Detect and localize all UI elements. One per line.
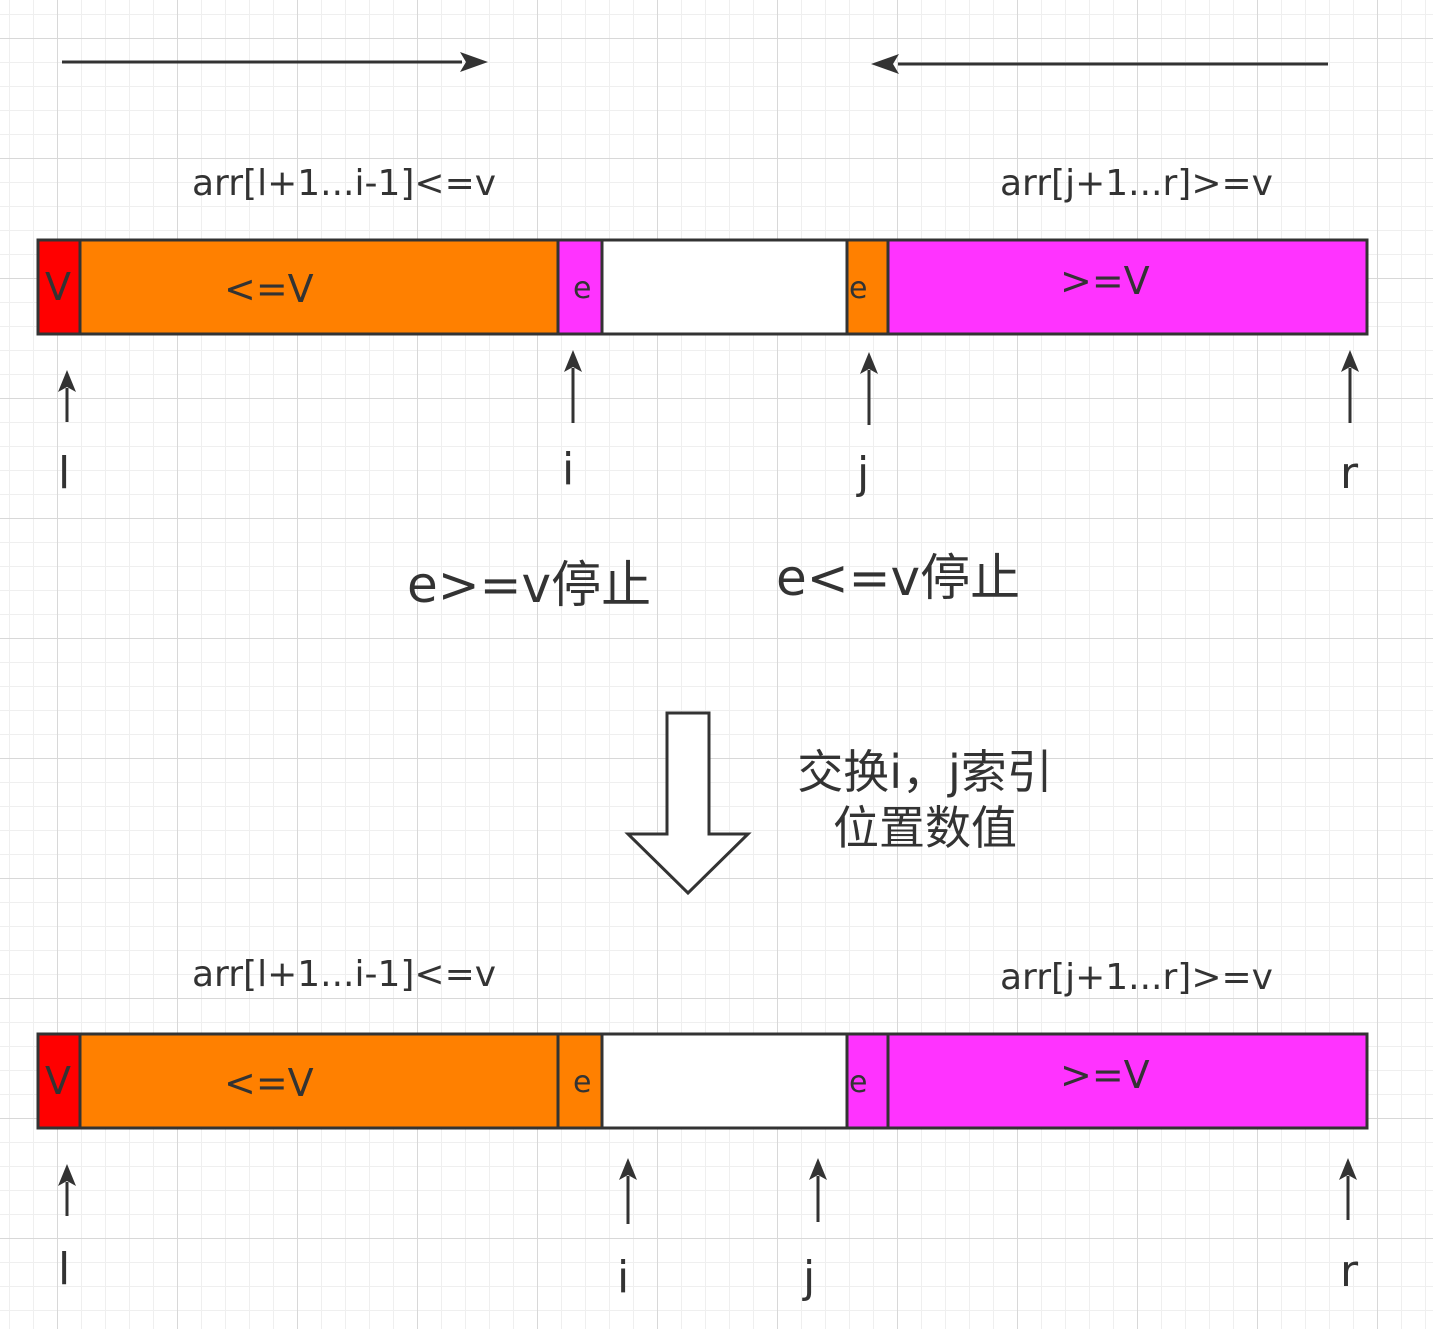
top-unknown-segment [600, 238, 849, 336]
bottom-less-equal-segment [78, 1032, 560, 1130]
bottom-e-right-label: e [849, 1065, 868, 1100]
top-array-bar [36, 238, 1369, 336]
top-pivot-segment [36, 238, 82, 336]
swap-note: 交换i，j索引 位置数值 [783, 744, 1067, 856]
top-less-equal-label: <=V [224, 267, 314, 311]
bottom-array-bar [36, 1032, 1369, 1130]
top-j-up-arrow-icon [860, 352, 878, 425]
swap-note-line2: 位置数值 [833, 801, 1017, 856]
top-e-right-label: e [849, 271, 868, 306]
bottom-l-up-arrow-icon [58, 1164, 76, 1216]
top-left-range-label: arr[l+1...i-1]<=v [192, 163, 497, 204]
top-greater-equal-segment [886, 238, 1369, 336]
bottom-pointer-r: r [1340, 1246, 1359, 1297]
top-l-up-arrow-icon [58, 370, 76, 422]
top-pointer-j: j [857, 448, 870, 499]
top-pointer-r: r [1340, 448, 1359, 499]
swap-down-arrow-icon [624, 711, 752, 896]
scan-left-arrow-icon [871, 54, 1328, 74]
scan-right-arrow-icon [62, 52, 488, 72]
top-e-left-label: e [573, 271, 592, 306]
bottom-pointer-l: l [58, 1244, 71, 1295]
bottom-unknown-segment [600, 1032, 849, 1130]
top-less-equal-segment [78, 238, 560, 336]
top-r-up-arrow-icon [1341, 350, 1359, 423]
top-pointer-l: l [58, 448, 71, 499]
bottom-greater-equal-segment [886, 1032, 1369, 1130]
bottom-e-left-label: e [573, 1065, 592, 1100]
top-e-left-segment [556, 238, 604, 336]
swap-note-line1: 交换i，j索引 [797, 745, 1053, 799]
bottom-left-range-label: arr[l+1...i-1]<=v [192, 954, 497, 995]
bottom-j-up-arrow-icon [809, 1158, 827, 1222]
bottom-pivot-label: V [45, 1059, 71, 1103]
top-greater-equal-label: >=V [1060, 259, 1150, 303]
bottom-right-range-label: arr[j+1...r]>=v [1000, 957, 1273, 998]
bottom-i-up-arrow-icon [619, 1158, 637, 1224]
bottom-e-right-segment [845, 1032, 890, 1130]
top-right-range-label: arr[j+1...r]>=v [1000, 163, 1273, 204]
right-stop-condition: e<=v停止 [776, 549, 1021, 607]
top-i-up-arrow-icon [564, 350, 582, 423]
bottom-pointer-j: j [803, 1252, 816, 1303]
top-pivot-label: V [45, 265, 71, 309]
bottom-greater-equal-label: >=V [1060, 1053, 1150, 1097]
bottom-r-up-arrow-icon [1339, 1158, 1357, 1220]
bottom-pointer-i: i [617, 1252, 630, 1303]
left-stop-condition: e>=v停止 [407, 556, 652, 614]
bottom-less-equal-label: <=V [224, 1061, 314, 1105]
top-pointer-i: i [562, 444, 575, 495]
